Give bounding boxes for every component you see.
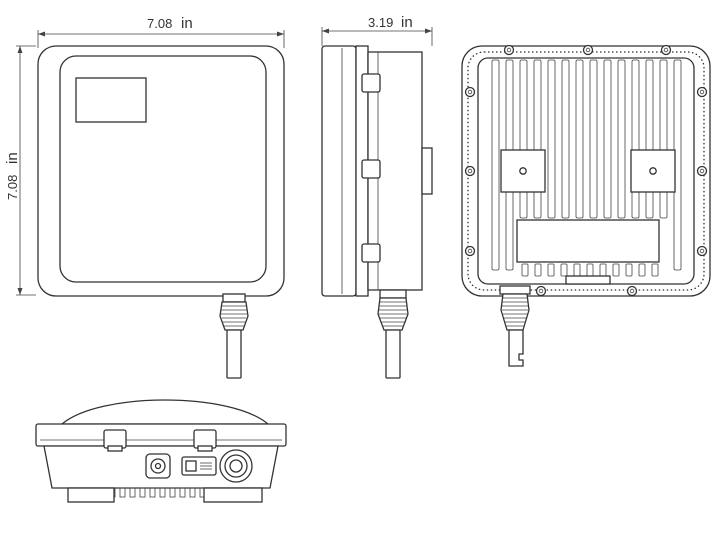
side-cable (385, 329, 401, 379)
antenna-connector-icon (219, 449, 253, 483)
heatsink-fin (519, 59, 528, 219)
front-width-unit: in (181, 15, 193, 32)
front-view: 7.08 in 7.08 in (4, 15, 285, 379)
screw-center (506, 47, 512, 53)
side-boss (421, 147, 433, 195)
bottom-foot (139, 487, 146, 498)
rear-label-area (516, 219, 660, 263)
heatsink-fin (589, 59, 598, 219)
side-clip-middle (361, 159, 381, 179)
side-clip-bottom (361, 243, 381, 263)
heatsink-fin (575, 59, 584, 219)
rear-connector-bar (565, 275, 611, 285)
screw (464, 245, 476, 257)
ethernet-port-icon (181, 456, 217, 476)
screw (696, 245, 708, 257)
side-depth-value: 3.19 (368, 15, 393, 30)
screw (696, 165, 708, 177)
side-view: 3.19 in (321, 14, 433, 379)
screw-center (467, 248, 473, 254)
front-height-dimension: 7.08 in (4, 45, 36, 296)
side-depth-unit: in (401, 14, 413, 31)
front-panel (59, 55, 267, 283)
rear-heatsink-fins (491, 59, 682, 277)
heatsink-fin-lower (638, 263, 646, 277)
bottom-foot (189, 487, 196, 498)
front-height-value: 7.08 (5, 175, 20, 200)
heatsink-fin-lower (612, 263, 620, 277)
screw-center (699, 248, 705, 254)
bottom-view (35, 399, 287, 503)
front-height-unit: in (4, 152, 21, 164)
bottom-foot (179, 487, 186, 498)
heatsink-fin (561, 59, 570, 219)
bottom-foot (149, 487, 156, 498)
bottom-clip-right-tab (197, 445, 213, 452)
bottom-clip-right (193, 429, 217, 449)
front-cable-gland (219, 293, 249, 379)
screw-center (699, 168, 705, 174)
heatsink-fin (547, 59, 556, 219)
heatsink-fin (659, 59, 668, 219)
rear-screws (464, 44, 708, 297)
screw (503, 44, 515, 56)
bottom-dome (60, 399, 270, 425)
heatsink-fin (631, 59, 640, 219)
screw (464, 165, 476, 177)
dc-power-port-icon (145, 453, 171, 479)
screw-center (699, 89, 705, 95)
front-label-window (75, 77, 147, 123)
screw (582, 44, 594, 56)
bottom-foot (159, 487, 166, 498)
screw (535, 285, 547, 297)
bottom-cover-rim (35, 423, 287, 447)
bottom-clip-left (103, 429, 127, 449)
front-cable (226, 329, 242, 379)
side-cable-gland (377, 289, 409, 379)
heatsink-fin (603, 59, 612, 219)
front-width-value: 7.08 (147, 16, 172, 31)
rear-view (461, 44, 711, 367)
screw (660, 44, 672, 56)
bottom-foot-block (203, 487, 263, 503)
front-housing (37, 45, 285, 297)
heatsink-fin (533, 59, 542, 219)
front-width-dimension: 7.08 in (37, 15, 285, 48)
bottom-foot-block (67, 487, 115, 503)
screw-center (467, 168, 473, 174)
heatsink-fin-lower (625, 263, 633, 277)
rear-cable-end (508, 329, 524, 367)
side-depth-dimension: 3.19 in (321, 14, 433, 46)
rear-mount-plate-left (500, 149, 546, 193)
bottom-foot (129, 487, 136, 498)
bottom-foot (169, 487, 176, 498)
screw-center (663, 47, 669, 53)
rear-cable-gland (499, 285, 531, 367)
screw-center (538, 288, 544, 294)
screw-center (467, 89, 473, 95)
heatsink-fin-lower (560, 263, 568, 277)
screw-center (629, 288, 635, 294)
side-clip-top (361, 73, 381, 93)
bottom-feet (67, 487, 263, 503)
side-cover (321, 45, 357, 297)
rear-mount-plate-right (630, 149, 676, 193)
heatsink-fin (645, 59, 654, 219)
screw-center (585, 47, 591, 53)
heatsink-fin (617, 59, 626, 219)
screw (626, 285, 638, 297)
heatsink-fin (491, 59, 500, 271)
heatsink-fin-lower (534, 263, 542, 277)
screw (696, 86, 708, 98)
bottom-clip-left-tab (107, 445, 123, 452)
heatsink-fin-lower (651, 263, 659, 277)
heatsink-fin-lower (521, 263, 529, 277)
heatsink-fin-lower (547, 263, 555, 277)
bottom-foot (119, 487, 126, 498)
screw (464, 86, 476, 98)
